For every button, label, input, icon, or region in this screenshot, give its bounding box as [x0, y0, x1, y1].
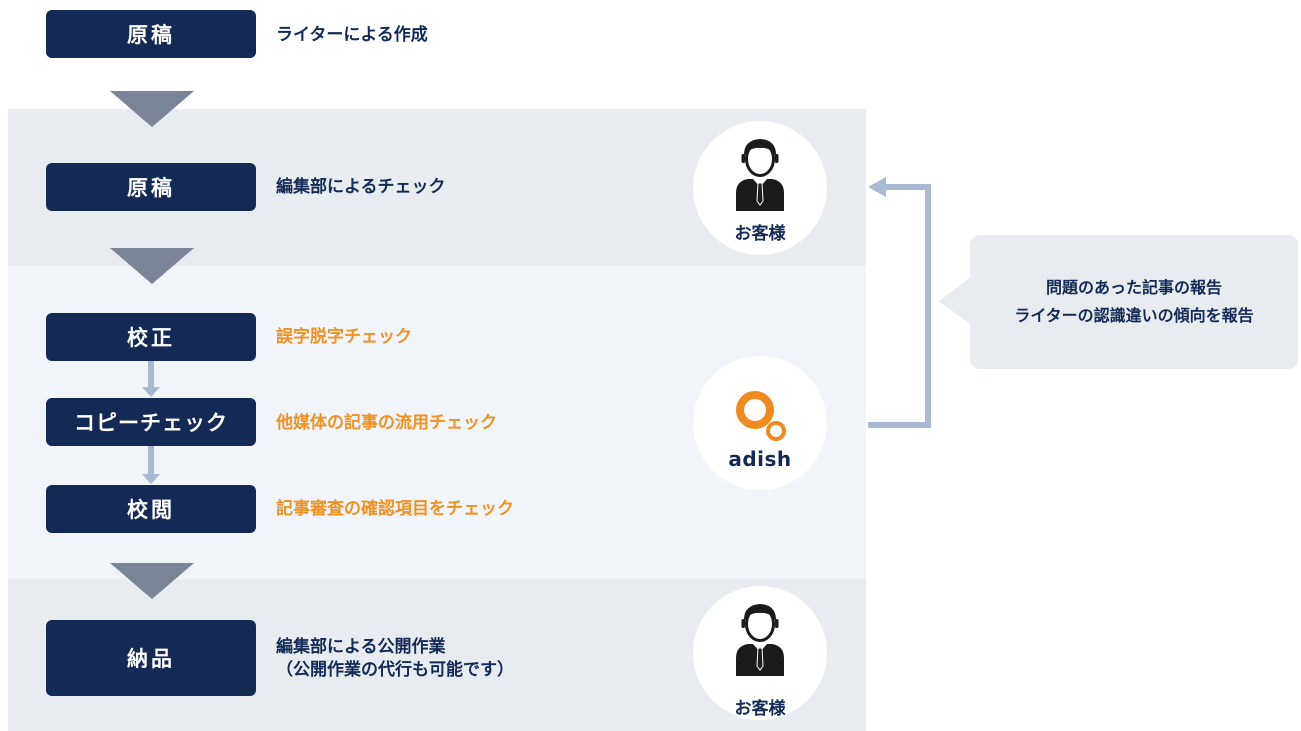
step-copy-check: コピーチェック: [46, 398, 256, 446]
feedback-line1: 問題のあった記事の報告: [1045, 278, 1222, 297]
flow-arrow-2: [110, 248, 194, 284]
step-copy-check-description: 他媒体の記事の流用チェック: [276, 413, 497, 433]
step-review-label: 校閲: [127, 498, 175, 522]
adish-circle: adish: [693, 356, 827, 490]
customer-top-label: お客様: [734, 224, 786, 244]
customer-top-circle: お客様: [693, 121, 827, 255]
feedback-line2: ライターの認識違いの傾向を報告: [1014, 306, 1254, 325]
feedback-callout: 問題のあった記事の報告 ライターの認識違いの傾向を報告: [970, 235, 1298, 369]
connector-arrow-2: [142, 446, 160, 484]
connector-arrow-1: [142, 361, 160, 397]
step-review: 校閲: [46, 485, 256, 533]
step-delivery-description-line1: 編集部による公開作業: [276, 637, 446, 657]
person-icon: [736, 139, 784, 211]
step-proofread: 校正: [46, 313, 256, 361]
step-draft-editor-label: 原稿: [127, 176, 175, 200]
step-draft-editor-description: 編集部によるチェック: [276, 177, 446, 197]
step-delivery-description-line2: （公開作業の代行も可能です）: [276, 660, 514, 680]
person-icon: [736, 604, 784, 676]
step-delivery-label: 納品: [127, 647, 175, 671]
step-draft-writer-description: ライターによる作成: [276, 25, 428, 45]
customer-bottom-circle: お客様: [693, 586, 827, 720]
flow-arrow-3: [110, 563, 194, 599]
feedback-callout-pointer: [939, 277, 971, 325]
step-copy-check-label: コピーチェック: [74, 411, 228, 435]
feedback-return-arrow: [868, 177, 931, 428]
step-draft-writer-label: 原稿: [127, 23, 175, 47]
flow-arrow-1: [110, 91, 194, 127]
step-review-description: 記事審査の確認項目をチェック: [276, 499, 514, 519]
step-draft-writer: 原稿: [46, 10, 256, 58]
customer-bottom-label: お客様: [734, 699, 786, 719]
adish-logo-text: adish: [728, 447, 792, 471]
step-proofread-description: 誤字脱字チェック: [276, 327, 412, 347]
step-draft-editor: 原稿: [46, 163, 256, 211]
step-delivery-description: 編集部による公開作業 （公開作業の代行も可能です）: [276, 636, 514, 682]
step-proofread-label: 校正: [127, 326, 175, 350]
step-delivery: 納品: [46, 620, 256, 696]
adish-logo-icon: [736, 391, 786, 441]
